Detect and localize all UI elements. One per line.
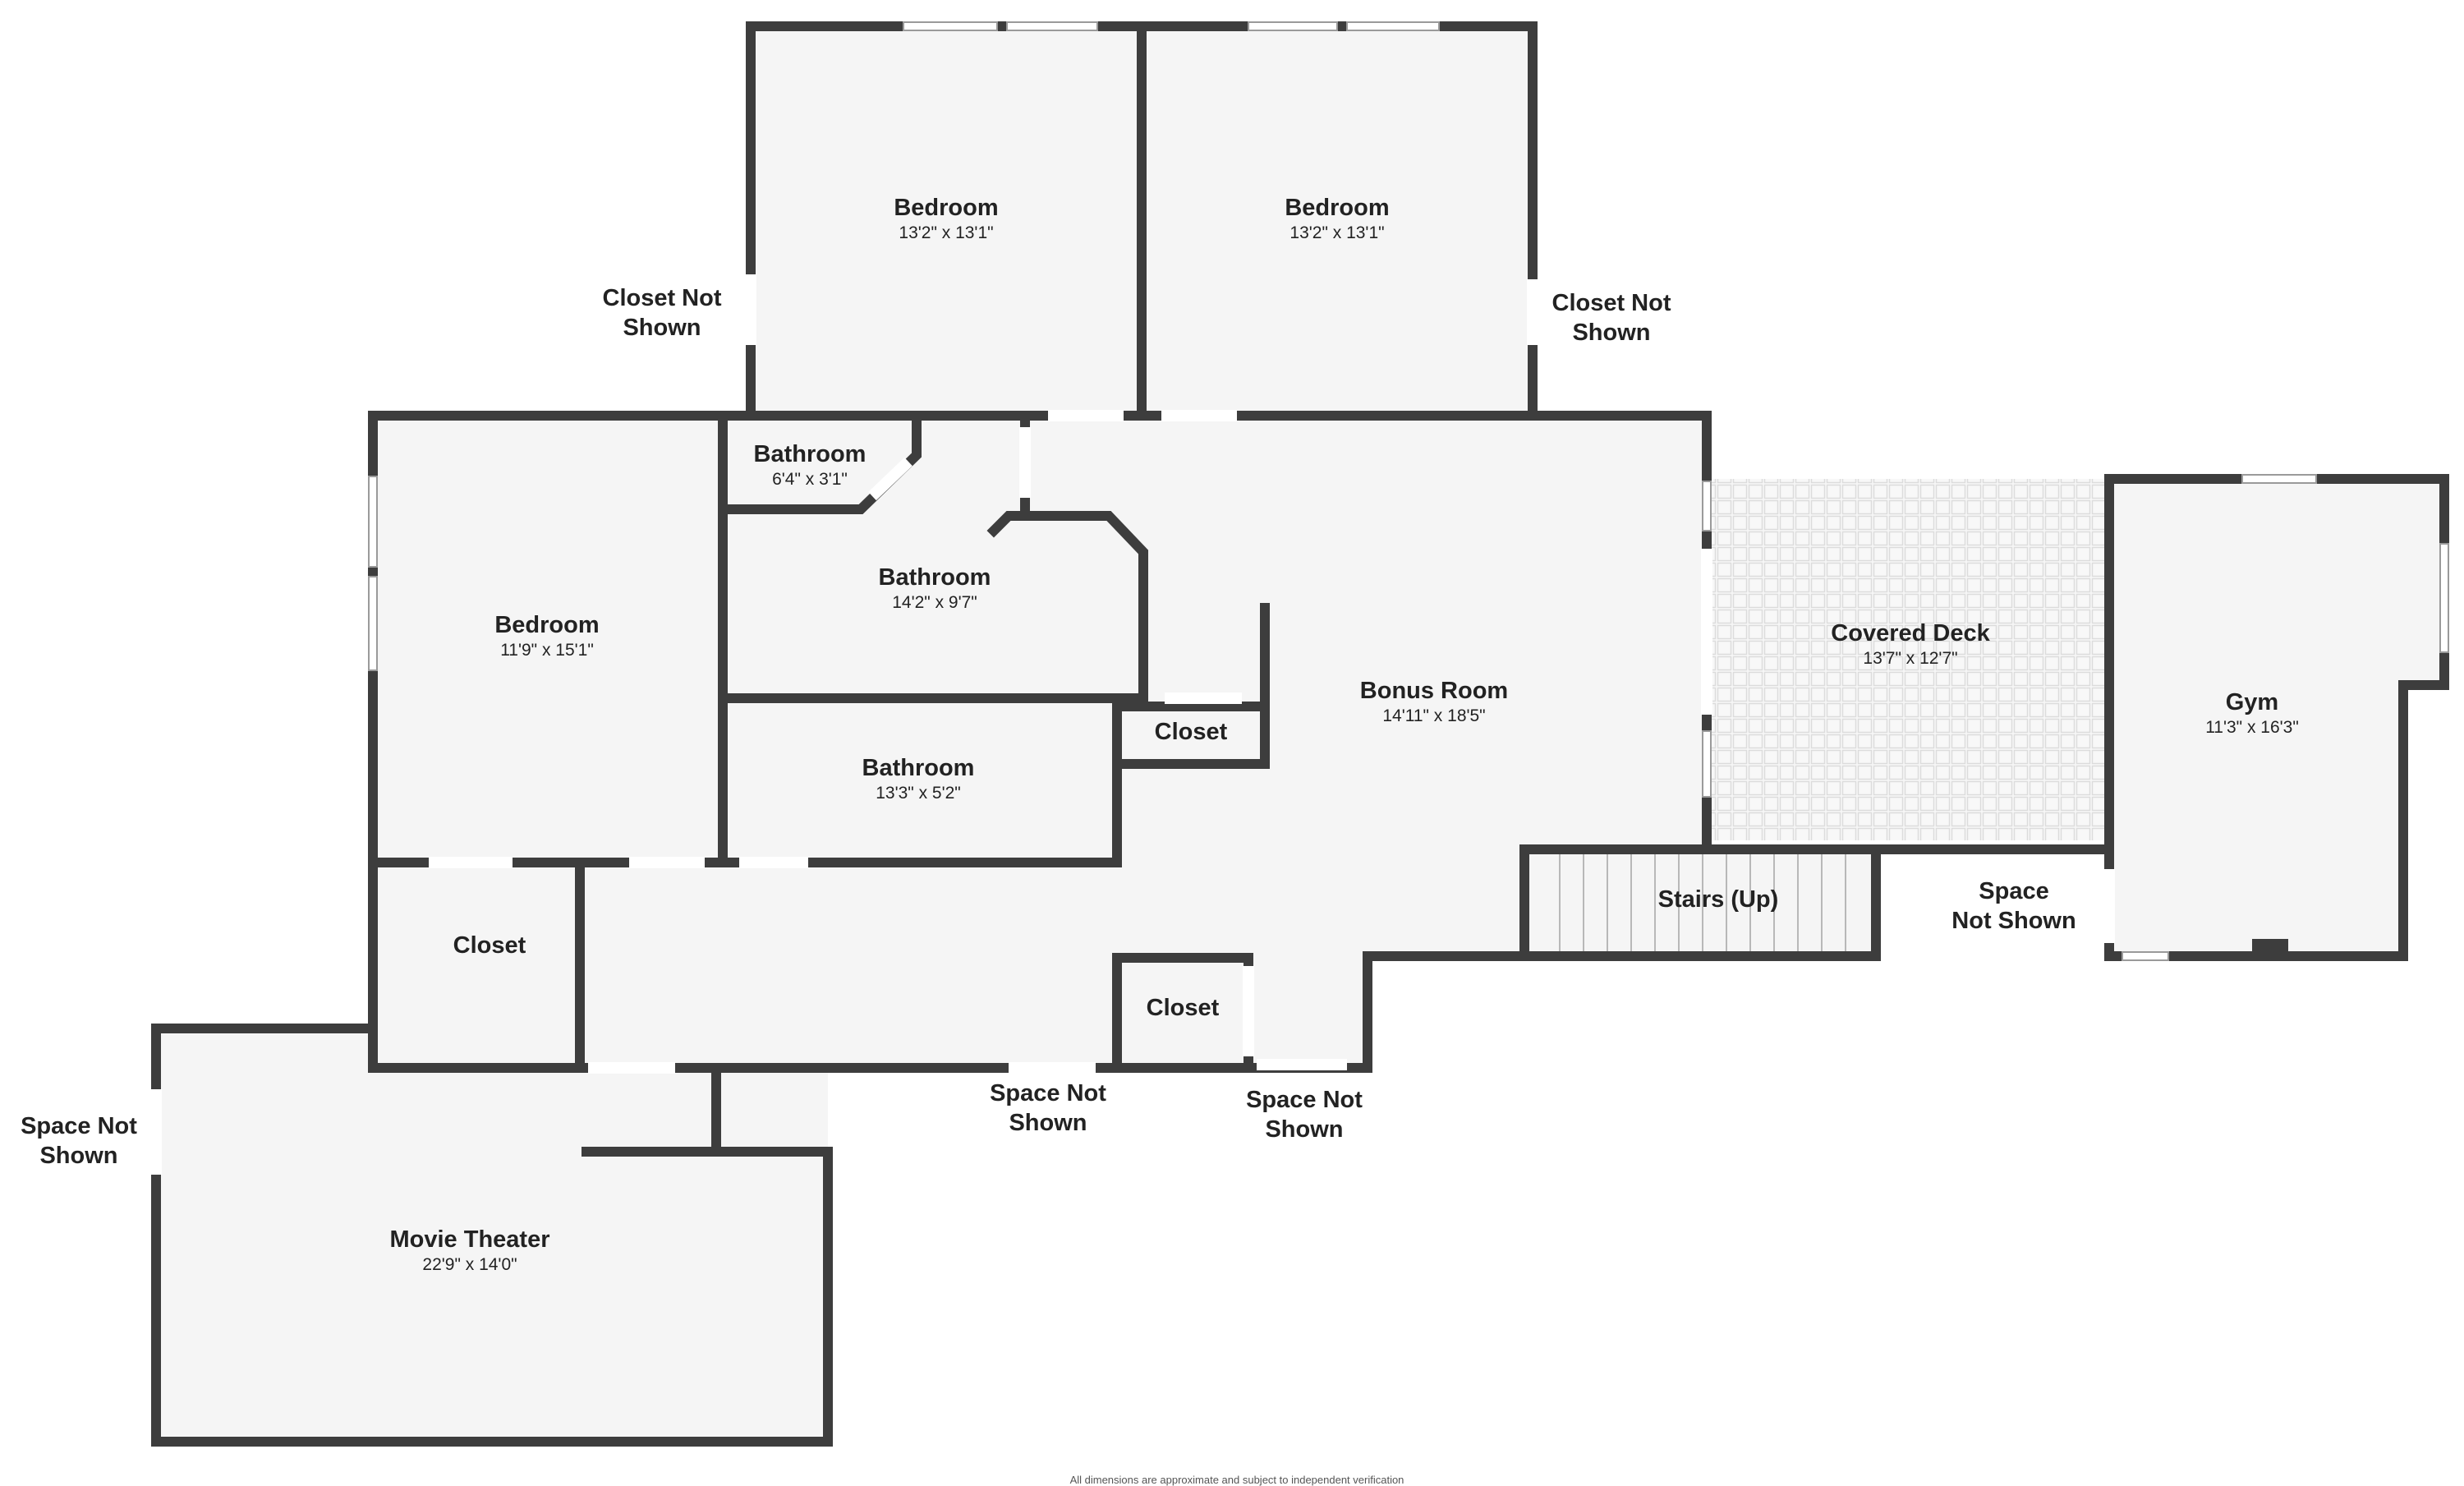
bedroom-top-left-label: Bedroom 13'2" x 13'1"	[894, 195, 998, 242]
closet-bottom-name: Closet	[1147, 995, 1220, 1021]
note-line: Space Not	[21, 1113, 137, 1139]
movie-theater-name: Movie Theater	[390, 1226, 550, 1253]
note-line: Space Not	[1246, 1087, 1363, 1113]
note-space-not-shown-gym: Space Not Shown	[1951, 878, 2076, 934]
note-closet-not-shown-left: Closet Not Shown	[603, 285, 722, 341]
bathroom-middle-name: Bathroom	[879, 564, 991, 591]
covered-deck-name: Covered Deck	[1831, 620, 1990, 646]
movie-theater-label: Movie Theater 22'9" x 14'0"	[390, 1226, 550, 1274]
note-line: Space	[1979, 878, 2048, 904]
windows	[368, 21, 2449, 961]
note-line: Closet Not	[603, 285, 722, 311]
floor-fills	[156, 26, 2444, 1442]
bathroom-middle-dims: 14'2" x 9'7"	[892, 593, 977, 612]
bathroom-small-label: Bathroom 6'4" x 3'1"	[754, 441, 867, 489]
bathroom-middle-label: Bathroom 14'2" x 9'7"	[879, 564, 991, 612]
bedroom-left-label: Bedroom 11'9" x 15'1"	[494, 612, 599, 660]
stairs-name: Stairs (Up)	[1658, 886, 1779, 913]
door-openings	[150, 274, 2115, 1175]
bathroom-small-dims: 6'4" x 3'1"	[772, 470, 848, 489]
bonus-room-dims: 14'11" x 18'5"	[1382, 706, 1485, 725]
note-line: Not Shown	[1951, 908, 2076, 934]
bedroom-top-left-dims: 13'2" x 13'1"	[899, 223, 993, 242]
bathroom-small-name: Bathroom	[754, 441, 867, 467]
gym-name: Gym	[2226, 689, 2278, 715]
closet-left-name: Closet	[453, 932, 526, 959]
bathroom-lower-dims: 13'3" x 5'2"	[876, 784, 961, 803]
gym-label: Gym 11'3" x 16'3"	[2205, 689, 2299, 737]
footer-disclaimer: All dimensions are approximate and subje…	[1070, 1474, 1404, 1486]
note-line: Shown	[39, 1143, 117, 1169]
movie-theater-dims: 22'9" x 14'0"	[422, 1255, 517, 1274]
note-closet-not-shown-right: Closet Not Shown	[1552, 290, 1671, 346]
note-line: Shown	[1009, 1110, 1087, 1136]
note-space-not-shown-bottom-right: Space Not Shown	[1246, 1087, 1363, 1143]
gym-dims: 11'3" x 16'3"	[2205, 718, 2299, 737]
bedroom-top-right-label: Bedroom 13'2" x 13'1"	[1285, 195, 1389, 242]
bedroom-top-right-dims: 13'2" x 13'1"	[1289, 223, 1384, 242]
note-line: Shown	[1572, 320, 1650, 346]
stair-steps	[1559, 854, 1846, 951]
bathroom-lower-name: Bathroom	[862, 755, 975, 781]
bedroom-top-right-name: Bedroom	[1285, 195, 1389, 221]
note-line: Closet Not	[1552, 290, 1671, 316]
note-line: Shown	[1265, 1116, 1343, 1143]
note-line: Shown	[623, 315, 701, 341]
bedroom-left-dims: 11'9" x 15'1"	[500, 641, 594, 660]
bonus-room-label: Bonus Room 14'11" x 18'5"	[1360, 678, 1508, 725]
covered-deck-floor	[1708, 479, 2109, 840]
note-space-not-shown-left: Space Not Shown	[21, 1113, 137, 1169]
note-space-not-shown-bottom-mid: Space Not Shown	[990, 1080, 1106, 1136]
covered-deck-label: Covered Deck 13'7" x 12'7"	[1831, 620, 1990, 668]
bathroom-lower-label: Bathroom 13'3" x 5'2"	[862, 755, 975, 803]
note-line: Space Not	[990, 1080, 1106, 1106]
bedroom-top-left-name: Bedroom	[894, 195, 998, 221]
bonus-room-name: Bonus Room	[1360, 678, 1508, 704]
covered-deck-dims: 13'7" x 12'7"	[1863, 649, 1957, 668]
bedroom-left-name: Bedroom	[494, 612, 599, 638]
closet-bonus-name: Closet	[1155, 719, 1228, 745]
